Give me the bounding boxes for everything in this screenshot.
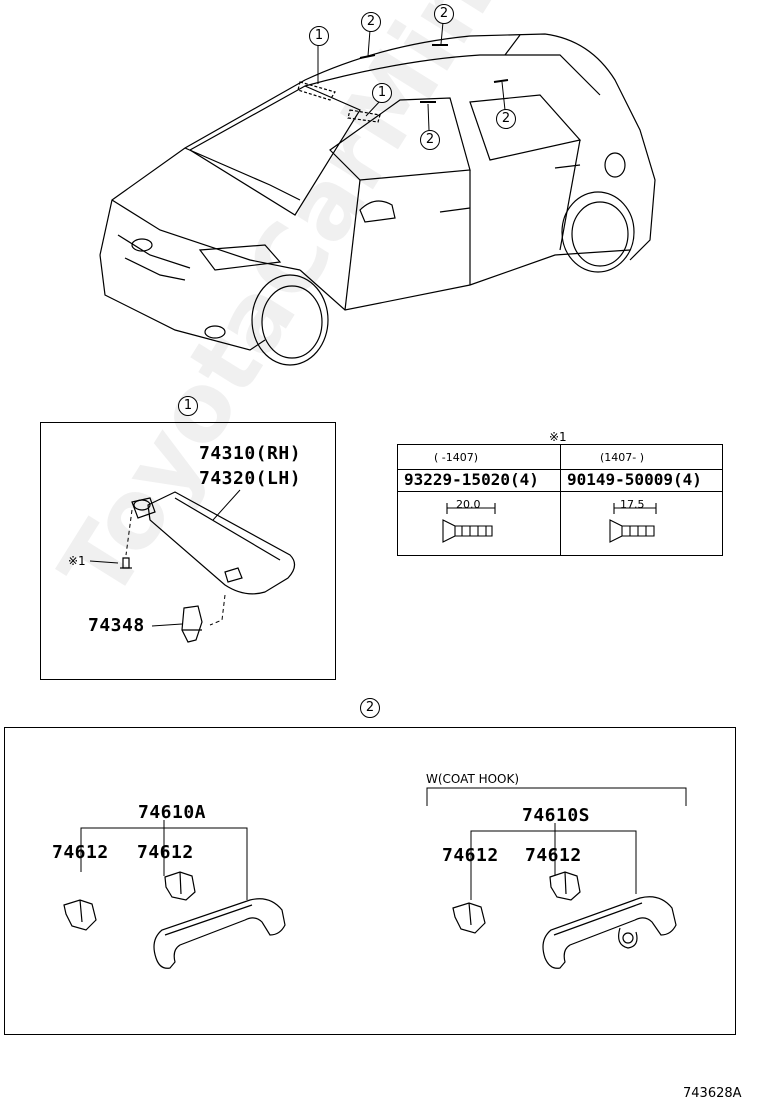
screw-col2-pn[interactable]: 90149-50009(4): [567, 470, 702, 489]
callout-1-visor[interactable]: 1: [309, 26, 329, 46]
pn-74310-rh[interactable]: 74310(RH): [199, 443, 302, 464]
sunvisor-box: [40, 422, 336, 680]
pn-74612-right-b[interactable]: 74612: [525, 845, 582, 866]
callout-2-grip[interactable]: 2: [496, 109, 516, 129]
pn-74348[interactable]: 74348: [88, 615, 145, 636]
pn-74612-left-a[interactable]: 74612: [52, 842, 109, 863]
grips-box: [4, 727, 736, 1035]
diagram-code: 743628A: [683, 1086, 742, 1101]
callout-1-visor[interactable]: 1: [372, 83, 392, 103]
section-2-label: 2: [360, 698, 380, 718]
section-1-label: 1: [178, 396, 198, 416]
callout-2-grip[interactable]: 2: [361, 12, 381, 32]
pn-74612-right-a[interactable]: 74612: [442, 845, 499, 866]
screw-ref-label: ※1: [68, 554, 86, 568]
callout-2-grip[interactable]: 2: [434, 4, 454, 24]
screw-col1-pn[interactable]: 93229-15020(4): [404, 470, 539, 489]
screw-table: ( -1407) (1407- ) 93229-15020(4) 90149-5…: [397, 444, 723, 556]
pn-74320-lh[interactable]: 74320(LH): [199, 468, 302, 489]
callout-2-grip[interactable]: 2: [420, 130, 440, 150]
screw-table-ref: ※1: [549, 430, 567, 444]
pn-74612-left-b[interactable]: 74612: [137, 842, 194, 863]
screw-col2-range: (1407- ): [600, 451, 645, 464]
pn-74610s[interactable]: 74610S: [522, 805, 591, 826]
pn-74610a[interactable]: 74610A: [138, 802, 207, 823]
coat-hook-condition: W(COAT HOOK): [426, 772, 520, 786]
screw-col1-range: ( -1407): [434, 451, 479, 464]
